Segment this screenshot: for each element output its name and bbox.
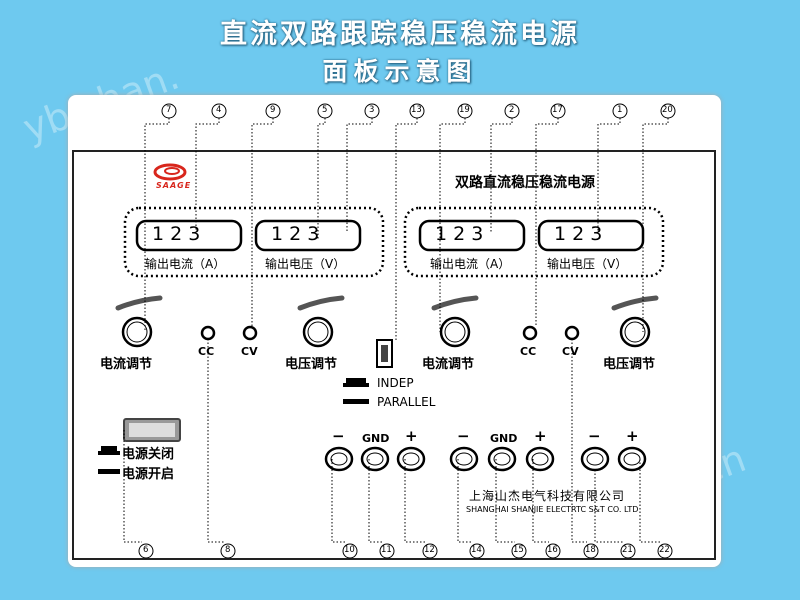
callout-19: 19 (459, 105, 470, 115)
terminal-gnd-label-1: GND (362, 432, 390, 445)
terminal-minus-label-3: − (588, 427, 601, 445)
callout-4: 4 (216, 105, 222, 115)
knob-arc-1 (115, 295, 163, 311)
terminal-16 (525, 446, 555, 472)
callout-14: 14 (471, 545, 482, 555)
terminal-plus-label-1: + (405, 427, 418, 445)
callout-11: 11 (381, 545, 392, 555)
callout-2: 2 (509, 105, 515, 115)
knob-arc-4 (611, 295, 659, 311)
terminal-12 (396, 446, 426, 472)
terminal-minus-label-1: − (332, 427, 345, 445)
leader-lines (123, 118, 669, 543)
display-2-value: 1 2 3 (271, 223, 320, 245)
company-name-en: SHANGHAI SHANJIE ELECTRTC S&T CO. LTD (466, 505, 639, 514)
knob-label-3: 电流调节 (422, 357, 475, 372)
cc-label-right: CC (520, 345, 537, 358)
display-group-left (123, 206, 385, 278)
callout-12: 12 (424, 545, 435, 555)
parallel-label: PARALLEL (377, 395, 436, 409)
knob-arc-3 (431, 295, 479, 311)
logo-text: SAAGE (156, 181, 192, 190)
callout-5: 5 (322, 105, 328, 115)
terminal-21 (580, 446, 610, 472)
knob-label-1: 电流调节 (100, 357, 153, 372)
indep-label: INDEP (377, 376, 414, 390)
display-3-value: 1 2 3 (435, 223, 484, 245)
cv-led-right (564, 325, 580, 341)
display-label-1: 输出电流（A） (145, 257, 226, 271)
sub-title: 面板示意图 (322, 57, 478, 86)
callout-18: 18 (585, 545, 596, 555)
callout-9: 9 (270, 105, 276, 115)
display-2 (254, 219, 362, 252)
display-label-4: 输出电压（V） (547, 257, 628, 271)
power-off-label: 电源关闭 (122, 447, 175, 462)
display-3 (418, 219, 526, 252)
callout-17: 17 (552, 105, 563, 115)
callout-16: 16 (547, 545, 558, 555)
knob-label-4: 电压调节 (603, 357, 656, 372)
logo-icon (153, 163, 187, 181)
callout-21: 21 (622, 545, 633, 555)
indep-button-icon (346, 378, 366, 383)
terminal-gnd-label-2: GND (490, 432, 518, 445)
display-group-right (403, 206, 665, 278)
callout-7: 7 (166, 105, 172, 115)
cv-label-right: CV (562, 345, 579, 358)
cc-label-left: CC (198, 345, 215, 358)
display-label-2: 输出电压（V） (265, 257, 346, 271)
display-1 (135, 219, 243, 252)
terminal-10 (324, 446, 354, 472)
cc-led-right (522, 325, 538, 341)
display-label-3: 输出电流（A） (430, 257, 511, 271)
terminal-plus-label-2: + (534, 427, 547, 445)
callout-circles (138, 103, 676, 559)
company-name-cn: 上海山杰电气科技有限公司 (469, 489, 626, 503)
terminal-15 (487, 446, 517, 472)
panel-title: 双路直流稳压稳流电源 (455, 175, 595, 191)
callout-6: 6 (143, 545, 149, 555)
callout-1: 1 (617, 105, 623, 115)
callout-8: 8 (225, 545, 231, 555)
power-on-icon (98, 469, 120, 474)
power-off-icon (101, 446, 117, 451)
terminal-plus-label-3: + (626, 427, 639, 445)
callout-13: 13 (411, 105, 422, 115)
main-title: 直流双路跟踪稳压稳流电源 (220, 19, 580, 50)
front-panel (72, 150, 716, 560)
power-on-label: 电源开启 (122, 467, 175, 482)
display-4 (537, 219, 645, 252)
knob-label-2: 电压调节 (285, 357, 338, 372)
terminal-11 (360, 446, 390, 472)
callout-22: 22 (659, 545, 670, 555)
callout-3: 3 (369, 105, 375, 115)
callout-15: 15 (513, 545, 524, 555)
terminal-14 (449, 446, 479, 472)
display-4-value: 1 2 3 (554, 223, 603, 245)
parallel-button-icon (343, 399, 369, 404)
cc-led-left (200, 325, 216, 341)
cv-label-left: CV (241, 345, 258, 358)
knob-arc-2 (297, 295, 345, 311)
cv-led-left (242, 325, 258, 341)
callout-10: 10 (344, 545, 355, 555)
terminals (324, 446, 647, 472)
callout-20: 20 (662, 105, 673, 115)
terminal-minus-label-2: − (457, 427, 470, 445)
terminal-22 (617, 446, 647, 472)
display-1-value: 1 2 3 (152, 223, 201, 245)
